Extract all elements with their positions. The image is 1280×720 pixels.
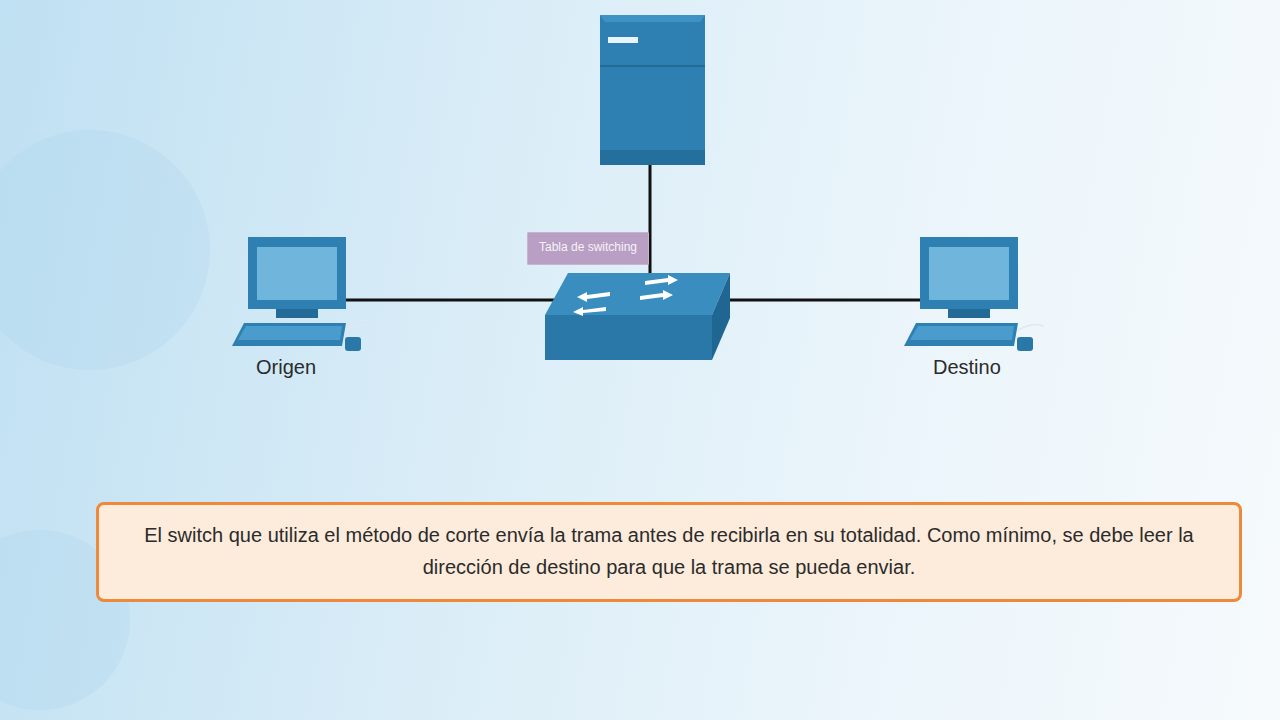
switch-icon <box>545 273 730 360</box>
cable <box>346 299 560 302</box>
cable <box>649 165 652 285</box>
switching-table-box: Tabla de switching <box>527 232 649 265</box>
node-text: El switch que utiliza el método de corte… <box>117 519 1221 583</box>
server-icon <box>600 15 705 165</box>
pc-label: Destino <box>933 356 1001 379</box>
background-circles <box>0 130 210 710</box>
node-text: Tabla de switching <box>538 239 638 255</box>
cable <box>725 299 920 302</box>
pc-icon <box>904 237 1044 351</box>
pc-icon <box>232 237 372 351</box>
pc-label: Origen <box>256 356 316 379</box>
caption-box: El switch que utiliza el método de corte… <box>96 502 1242 602</box>
